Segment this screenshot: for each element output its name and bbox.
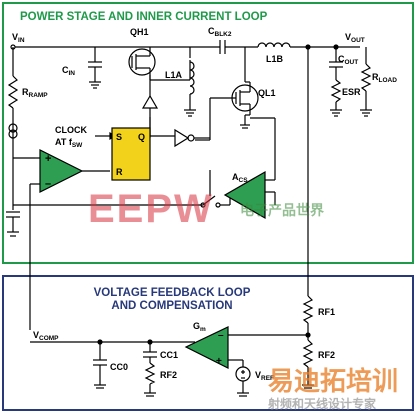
svg-text:–: – [218, 330, 224, 341]
qh1-driver-triangle [141, 94, 159, 109]
svg-text:射频和天线设计专家: 射频和天线设计专家 [267, 396, 377, 411]
esr-resistor [330, 79, 342, 103]
cout-label: COUT [338, 54, 358, 66]
clock-label-line1: CLOCK [55, 125, 87, 135]
l1b-label: L1B [266, 54, 284, 64]
ql1-label: QL1 [258, 88, 276, 98]
latch-q-label: Q [138, 132, 145, 142]
vout-label: VOUT [345, 32, 365, 44]
rramp-label: RRAMP [22, 87, 48, 99]
gm-amplifier [184, 326, 229, 369]
svg-text:电子产品世界: 电子产品世界 [240, 202, 325, 218]
vref-label: VREF [255, 370, 274, 382]
power-stage-title: POWER STAGE AND INNER CURRENT LOOP [20, 11, 268, 23]
cc0-label: CC0 [110, 362, 128, 372]
l1b-inductor [257, 42, 291, 48]
rf2-div-resistor [302, 339, 314, 368]
latch-r-label: R [116, 167, 123, 177]
cblk2-label: CBLK2 [208, 26, 232, 38]
qh1-label: QH1 [130, 27, 149, 37]
cc1-label: CC1 [160, 350, 178, 360]
esr-label: ESR [342, 87, 361, 97]
clock-label-line2: AT fSW [55, 137, 83, 149]
rload-resistor [360, 63, 372, 92]
rf2-comp-label: RF2 [160, 370, 177, 380]
feedback-title-line1: VOLTAGE FEEDBACK LOOP [94, 287, 251, 299]
rf1-resistor [302, 295, 314, 324]
l1a-inductor [189, 61, 195, 95]
feedback-title-line2: AND COMPENSATION [111, 300, 232, 312]
svg-text:易迪拓培训: 易迪拓培训 [268, 366, 398, 396]
current-comparator [39, 149, 84, 193]
gm-label: Gm [193, 321, 206, 333]
svg-text:+: + [45, 153, 51, 165]
rramp-resistor [7, 75, 19, 109]
vcomp-label: VCOMP [33, 330, 59, 342]
svg-text:EEPW: EEPW [88, 187, 214, 231]
power-stage-box [2, 2, 414, 264]
vin-label: VIN [12, 32, 25, 44]
svg-text:+: + [216, 356, 222, 367]
l1a-label: L1A [165, 70, 183, 80]
brand-watermark: 易迪拓培训 射频和天线设计专家 [267, 366, 398, 411]
eepw-watermark: EEPW 电子产品世界 [88, 187, 325, 231]
rf2-comp-resistor [144, 362, 156, 385]
acs-amplifier [223, 170, 266, 220]
rf2-div-label: RF2 [318, 350, 335, 360]
sr-latch [111, 127, 151, 181]
cin-label: CIN [62, 65, 75, 77]
svg-text:–: – [45, 178, 51, 190]
rload-label: RLOAD [372, 72, 397, 84]
acs-label: ACS [232, 172, 248, 184]
inverter-triangle [174, 128, 190, 148]
rf1-label: RF1 [318, 307, 335, 317]
feedback-box [2, 275, 414, 411]
latch-s-label: S [116, 132, 122, 142]
